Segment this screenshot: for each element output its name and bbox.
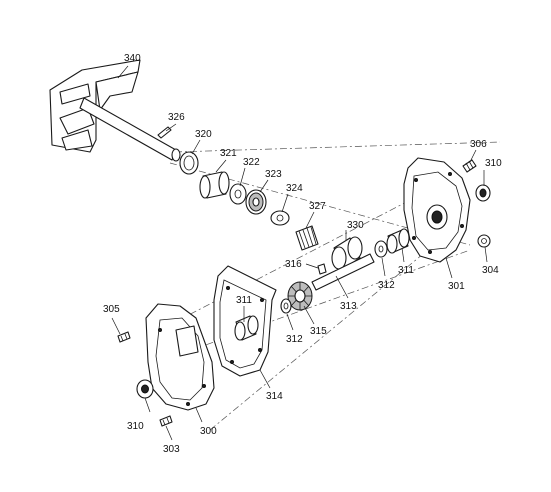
gear-housing-part-300 [145, 303, 215, 411]
callout-315: 315 [310, 326, 327, 337]
screw-part-306 [462, 159, 477, 173]
washer-part-312-lower [280, 298, 292, 314]
cap-part-310-lower [136, 379, 154, 399]
callout-312-lower: 312 [286, 334, 303, 345]
callout-327: 327 [309, 201, 326, 212]
callout-314: 314 [266, 391, 283, 402]
callout-320: 320 [195, 129, 212, 140]
bushing-part-311-upper [386, 228, 410, 254]
callout-310-lower: 310 [127, 421, 144, 432]
callout-311-upper: 311 [398, 265, 414, 276]
washer-part-322 [229, 183, 247, 205]
bushing-part-311-lower [234, 315, 259, 341]
nut-part-304 [477, 234, 491, 248]
screw-part-305 [117, 331, 131, 343]
callout-310-upper: 310 [485, 158, 502, 169]
callout-303: 303 [163, 444, 180, 455]
callout-300: 300 [200, 426, 217, 437]
roller-bearing-part-330 [331, 236, 363, 270]
callout-340: 340 [124, 53, 141, 64]
shaft-part-313 [311, 253, 375, 291]
callout-301: 301 [448, 281, 465, 292]
callout-312-upper: 312 [378, 280, 395, 291]
callout-326: 326 [168, 112, 185, 123]
key-part-316 [317, 263, 327, 275]
callout-321: 321 [220, 148, 237, 159]
callout-313: 313 [340, 301, 357, 312]
callout-316: 316 [285, 259, 302, 270]
screw-part-303 [159, 415, 173, 427]
auger-housing-part-340 [49, 59, 181, 162]
callout-304: 304 [482, 265, 499, 276]
callout-323: 323 [265, 169, 282, 180]
gear-part-315 [287, 281, 313, 311]
callout-305: 305 [103, 304, 120, 315]
bearing-part-320 [179, 151, 199, 175]
callout-330: 330 [347, 220, 364, 231]
worm-gear-part-327 [295, 225, 319, 251]
washer-part-324 [270, 210, 290, 226]
callout-322: 322 [243, 157, 260, 168]
callout-labels: 340 326 320 321 322 323 324 327 330 316 … [103, 53, 502, 455]
callout-324: 324 [286, 183, 303, 194]
cap-part-310-upper [475, 184, 491, 202]
thrust-bearing-part-323 [245, 189, 267, 215]
gear-housing-part-301 [403, 157, 471, 263]
bushing-part-321 [199, 171, 230, 199]
washer-part-312-upper [374, 240, 388, 258]
leader-lines [111, 65, 488, 441]
callout-311-lower: 311 [236, 295, 252, 306]
callout-306: 306 [470, 139, 487, 150]
